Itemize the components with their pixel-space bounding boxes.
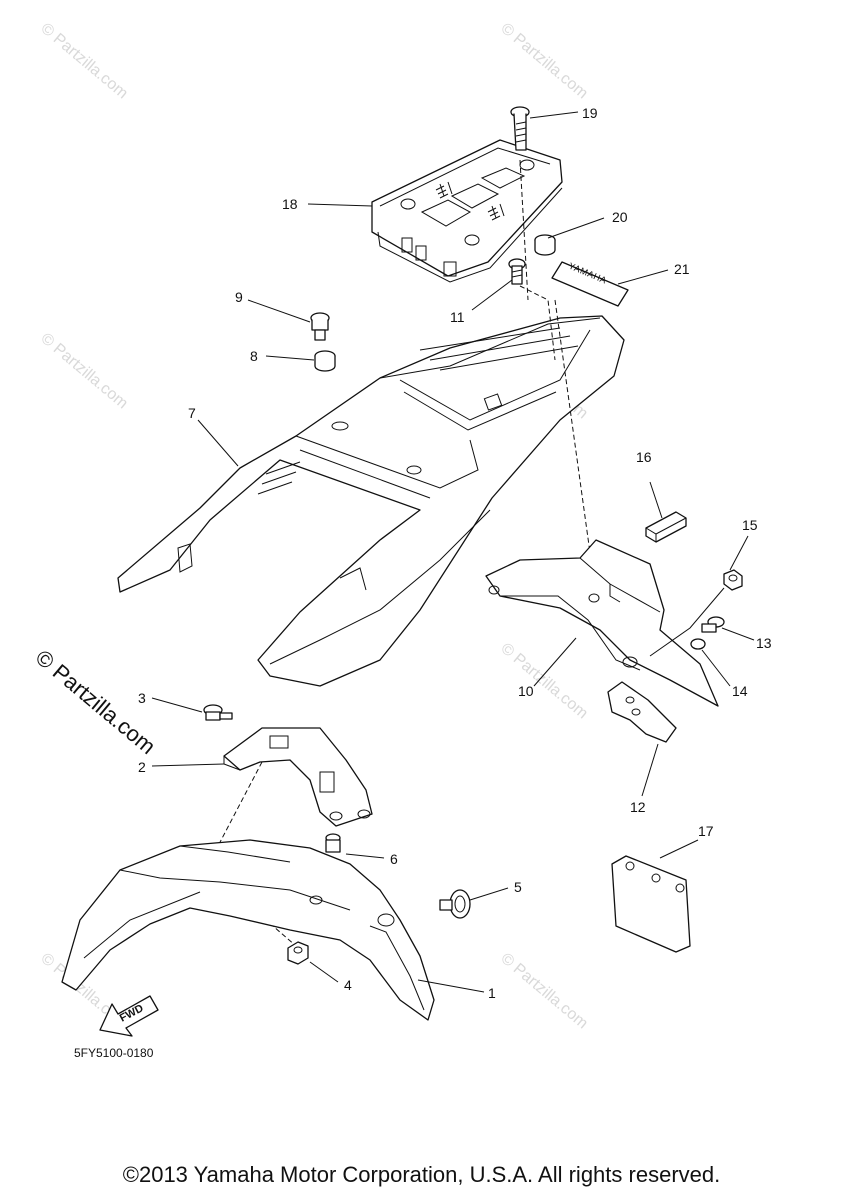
callout-14: 14 (732, 683, 748, 699)
part-2-fender-bracket (223, 727, 373, 827)
part-17-plate (611, 855, 691, 953)
callout-20: 20 (612, 209, 628, 225)
callout-17: 17 (698, 823, 714, 839)
callout-6: 6 (390, 851, 398, 867)
part-20-grommet (534, 234, 556, 256)
callout-labels: 1 2 3 4 5 6 7 8 9 10 11 12 13 14 15 16 1… (138, 105, 772, 1001)
callout-8: 8 (250, 348, 258, 364)
part-10-rear-mudguard (485, 539, 719, 707)
alignment-line-front-bracket (217, 761, 263, 847)
part-12-bracket (607, 681, 677, 743)
part-8-grommet (314, 350, 336, 372)
callout-13: 13 (756, 635, 772, 651)
part-5-fastener (439, 889, 471, 919)
callout-19: 19 (582, 105, 598, 121)
callout-7: 7 (188, 405, 196, 421)
part-21-yamaha-decal: YAMAHA (551, 261, 629, 307)
callout-18: 18 (282, 196, 298, 212)
part-9-bolt (310, 312, 330, 341)
part-18-rear-carrier (371, 139, 563, 283)
drawing-code: 5FY5100-0180 (74, 1046, 154, 1060)
callout-9: 9 (235, 289, 243, 305)
alignment-line-rack (519, 159, 529, 301)
callout-16: 16 (636, 449, 652, 465)
callout-11: 11 (450, 309, 465, 325)
part-13-screw (701, 616, 725, 633)
watermark-bottom-right: © Partzilla.com (497, 950, 591, 1032)
part-6-bolt (325, 833, 341, 853)
part-7-rear-fender (117, 315, 625, 687)
alignment-line-rear-fender (554, 299, 597, 597)
alignment-line-bolt11 (519, 285, 556, 361)
watermark-lower-right: © Partzilla.com (497, 640, 591, 722)
callout-10: 10 (518, 683, 534, 699)
part-1-front-fender (61, 839, 435, 1021)
part-19-bolt (510, 106, 530, 151)
part-4-nut (287, 941, 309, 965)
callout-4: 4 (344, 977, 352, 993)
watermark-mid-left: © Partzilla.com (37, 330, 131, 412)
callout-21: 21 (674, 261, 690, 277)
watermark-top-left: © Partzilla.com (37, 20, 131, 102)
part-11-bolt (508, 258, 526, 285)
part-14-washer (690, 638, 706, 650)
callout-5: 5 (514, 879, 522, 895)
leader-lines (151, 111, 755, 993)
callout-3: 3 (138, 690, 146, 706)
callout-1: 1 (488, 985, 496, 1001)
part-3-bolt (203, 704, 233, 721)
callout-12: 12 (630, 799, 646, 815)
callout-2: 2 (138, 759, 146, 775)
watermark-top-right: © Partzilla.com (497, 20, 591, 102)
part-15-nut (723, 569, 743, 591)
callout-15: 15 (742, 517, 758, 533)
copyright-notice: ©2013 Yamaha Motor Corporation, U.S.A. A… (122, 1162, 721, 1187)
part-16-reflector (645, 511, 687, 543)
washer-to-screw-line (649, 587, 725, 657)
